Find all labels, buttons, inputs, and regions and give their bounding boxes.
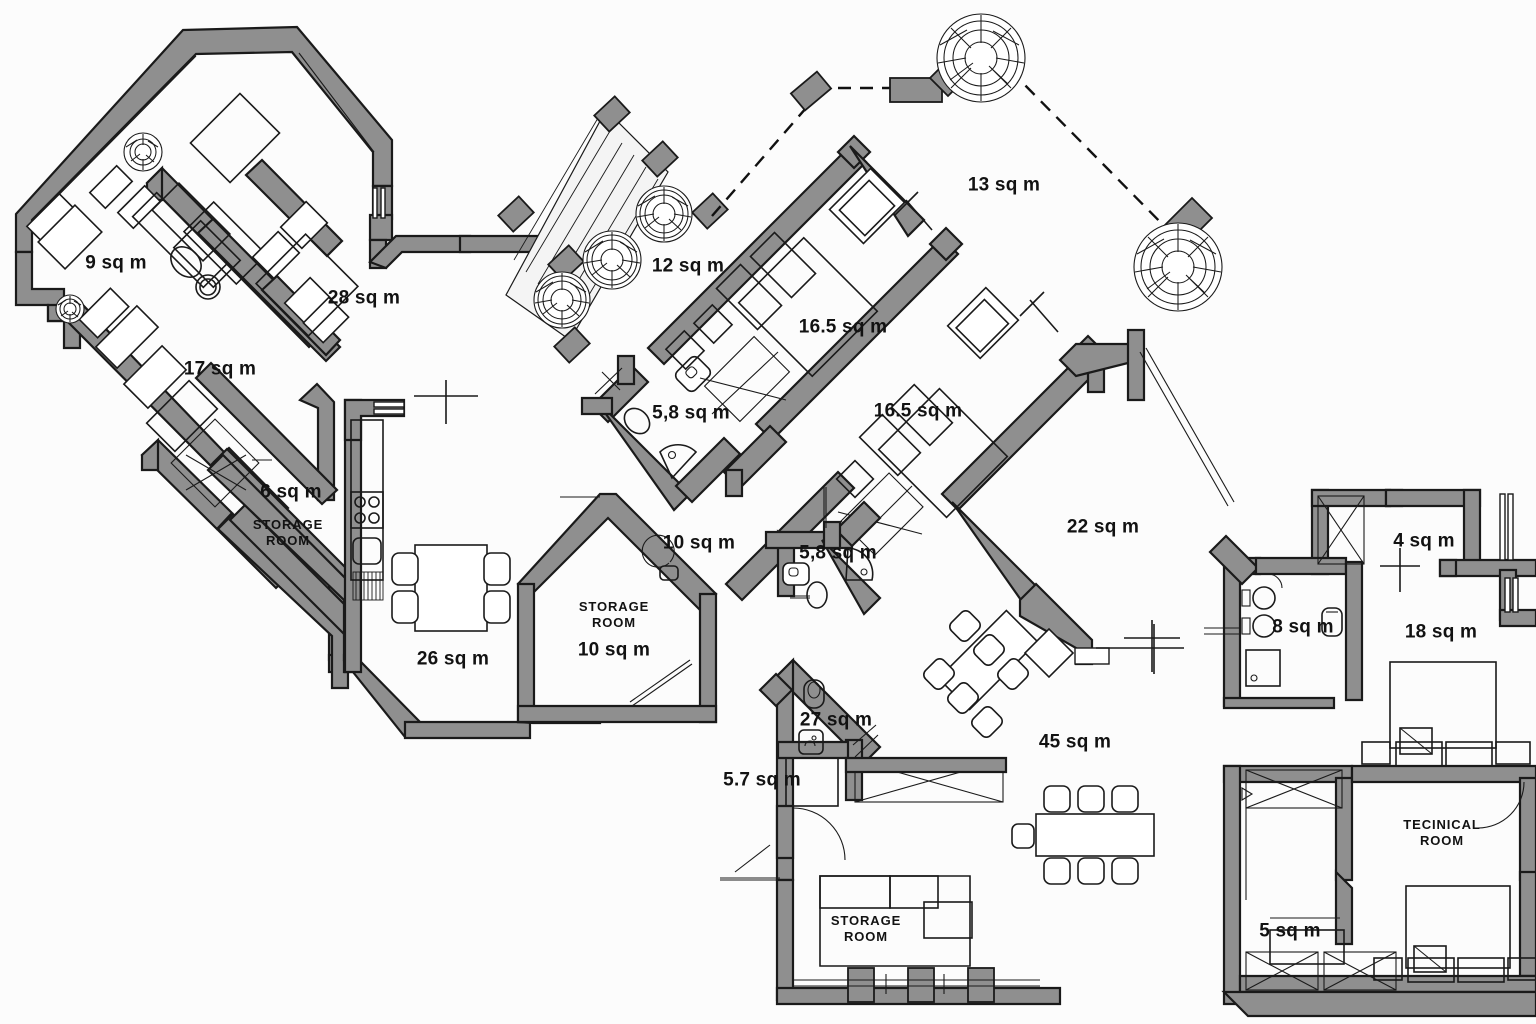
furniture-storage-bottom [819,875,973,967]
area-label-a-18: 18 sq m [1404,621,1478,643]
plant-icon [123,132,163,172]
tree-icon [936,13,1026,103]
room-name-r-technical: TECINICAL ROOM [1403,817,1481,848]
bottom-centre-block [775,609,1155,1006]
closet-6 [170,418,260,508]
area-label-a-57: 5.7 sq m [723,769,801,791]
area-label-a-26: 26 sq m [416,648,490,670]
bed-165-upper [664,231,879,423]
laundry-fixtures-8 [1241,586,1343,687]
wardrobe-icon [1245,769,1343,809]
bathroom-fixtures-58b [782,547,874,609]
tree-icon [1133,222,1223,312]
area-label-a-9: 9 sq m [85,252,147,274]
property-boundary-dashed [711,69,1179,241]
central-bedroom-block [580,134,1235,882]
area-label-a-5: 5 sq m [1259,920,1321,942]
angled-table-45 [923,609,1075,738]
bed-165-lower [835,383,1009,556]
stove-icon [350,491,384,529]
area-label-a-4: 4 sq m [1393,530,1455,552]
storage-room-10 [516,492,718,724]
room-name-r-storage-bottom: STORAGE ROOM [830,913,902,944]
furniture-room-9 [25,164,242,300]
bed-technical [1373,885,1536,983]
bed-18 [1361,661,1531,769]
area-label-a-45: 45 sq m [1038,731,1112,753]
furniture-room-17 [78,287,272,508]
toilet-icon-27 [803,679,825,709]
plant-icon [55,294,85,324]
radiator-icon [352,571,384,601]
area-label-a-12: 12 sq m [651,255,725,277]
plant-icon [635,185,693,243]
room-name-r-storage-mid: STORAGE ROOM [578,599,650,630]
wardrobe-icon [1317,495,1365,565]
area-label-a-13: 13 sq m [967,174,1041,196]
wardrobe-icon [699,335,791,423]
area-label-a-10b: 10 sq m [662,532,736,554]
area-label-a-6: 6 sq m [260,481,322,503]
area-label-a-165b: 16.5 sq m [873,400,963,422]
area-label-a-22: 22 sq m [1066,516,1140,538]
meeting-table-45 [1011,785,1155,885]
plant-icon [582,230,642,290]
sink-icon-27 [798,729,824,755]
bathroom-fixtures-58a [623,355,712,480]
area-label-a-28: 28 sq m [327,287,401,309]
terrace-deck-12 [496,95,730,364]
area-label-a-27: 27 sq m [799,709,873,731]
area-label-a-165a: 16.5 sq m [798,316,888,338]
area-label-a-8: 8 sq m [1272,616,1334,638]
area-label-a-10s: 10 sq m [577,639,651,661]
wardrobe-icon [1245,951,1319,991]
dimension-ticks [414,380,1184,674]
furniture-room-28 [150,92,360,344]
area-label-a-58a: 5,8 sq m [652,402,730,424]
room-name-r-storage-left: STORAGE ROOM [252,517,324,548]
right-wing [1204,488,1536,1018]
area-label-a-58b: 5,8 sq m [799,542,877,564]
plant-icon [533,271,591,329]
area-label-a-17: 17 sq m [183,358,257,380]
dining-table-26 [391,544,511,632]
northwest-wing [14,25,602,740]
